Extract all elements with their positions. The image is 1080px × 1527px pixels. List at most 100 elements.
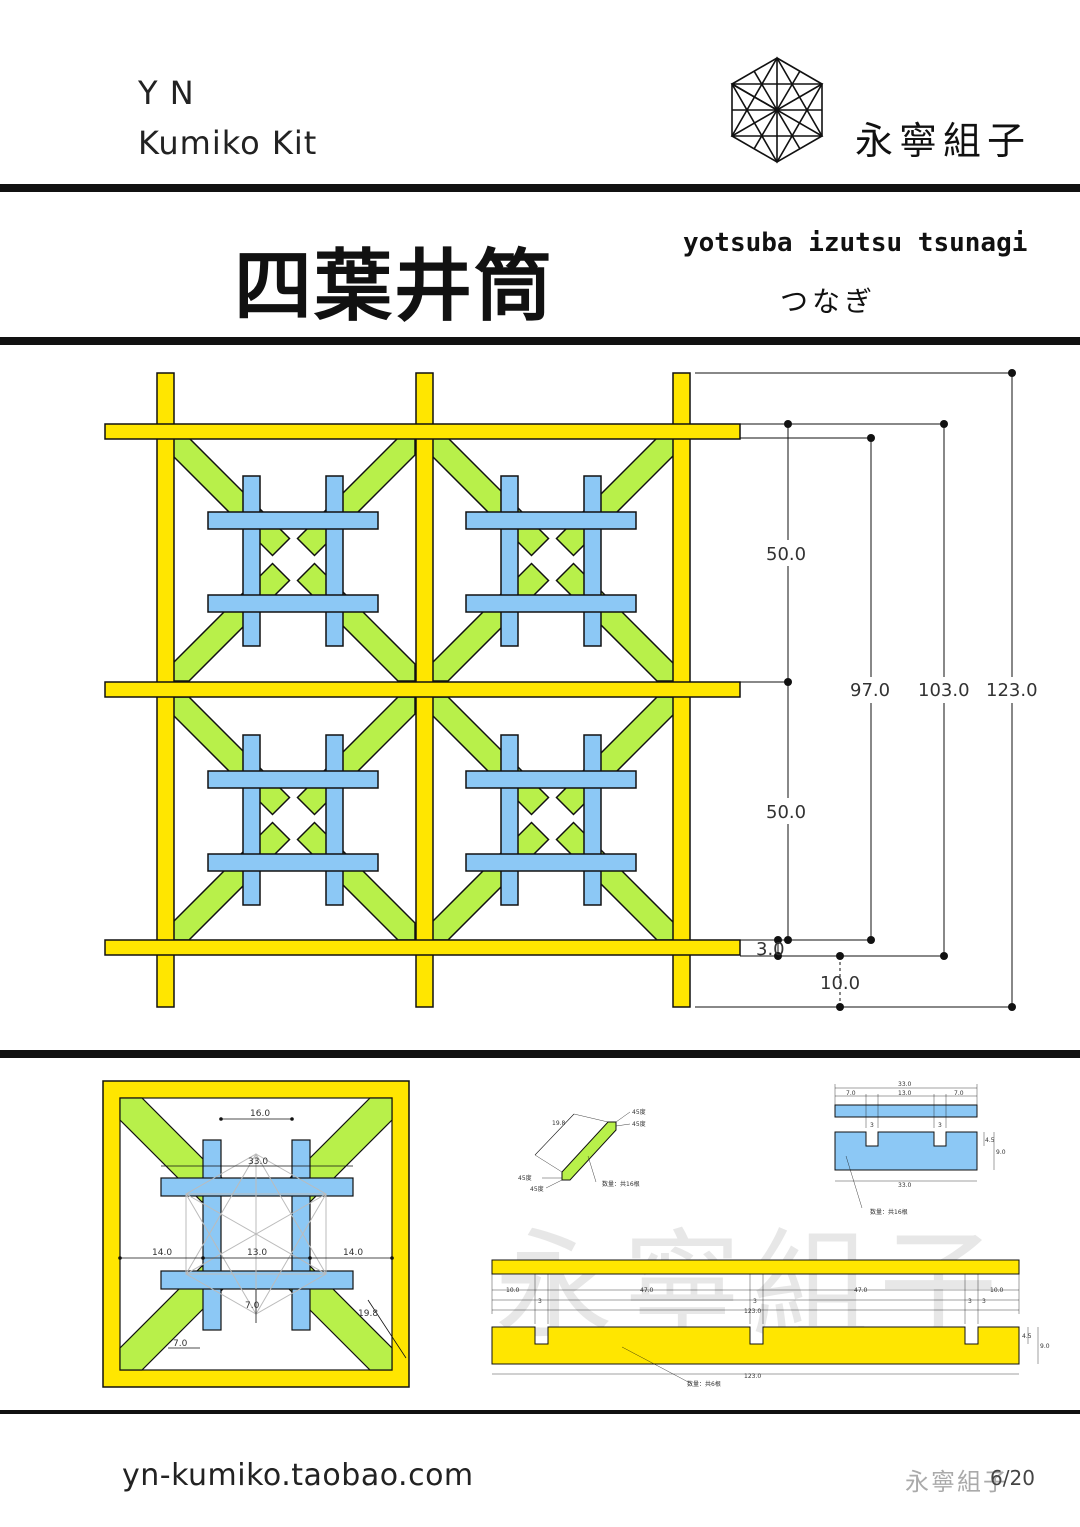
inner-grid-horizontal (207, 511, 379, 530)
inner-grid-vertical (242, 734, 261, 906)
detail-dim-7-vertical: 7.0 (245, 1301, 260, 1311)
long-piece-dim-4-5: 4.5 (1022, 1333, 1032, 1340)
inner-grid-horizontal (207, 853, 379, 872)
long-piece-dim-10-right: 10.0 (990, 1287, 1004, 1294)
short-piece-dim-33-top: 33.0 (898, 1081, 912, 1088)
long-piece-drawing: 10.0 47.0 47.0 10.0 3 3 3 3 123.0 4.5 9.… (491, 1259, 1050, 1388)
brand-initials: Y N (138, 74, 195, 112)
diag-piece-length: 19.8 (552, 1120, 566, 1127)
diagonal-piece-drawing: 19.8 45度 45度 45度 45度 数量：共16根 (518, 1108, 646, 1193)
inner-grid-vertical (325, 734, 344, 906)
inner-grid-horizontal (465, 511, 637, 530)
long-piece-dim-3-d: 3 (982, 1298, 986, 1305)
frame-members (104, 372, 741, 1008)
detail-dim-16: 16.0 (250, 1109, 270, 1119)
divider-title (0, 337, 1080, 345)
shop-name: 永寧組子 (855, 119, 1032, 163)
diagonal-strut (555, 437, 675, 557)
asanoha-logo-icon (730, 56, 824, 164)
inner-grid-horizontal (207, 594, 379, 613)
diagonal-strut (171, 437, 291, 557)
shop-url-link[interactable]: yn-kumiko.taobao.com (122, 1458, 474, 1493)
pattern-kana: つなぎ (780, 285, 877, 318)
inner-grid-vertical (583, 734, 602, 906)
long-piece-dim-47-left: 47.0 (640, 1287, 654, 1294)
diag-piece-angle-3: 45度 (518, 1174, 532, 1182)
diagonal-strut (555, 696, 675, 816)
inner-grid-vertical (583, 475, 602, 647)
inner-grid-vertical (500, 734, 519, 906)
main-pattern-diagram: 50.0 50.0 97.0 103.0 123.0 3.0 10.0 (104, 369, 1046, 1011)
long-piece-dim-9: 9.0 (1040, 1343, 1050, 1350)
cell-detail-diagram: 16.0 33.0 14.0 13.0 14.0 7.0 7.0 19.8 (102, 1080, 410, 1388)
diagonal-strut (555, 562, 675, 682)
long-piece-dim-123-top: 123.0 (744, 1308, 761, 1315)
inner-grid-members (207, 475, 637, 906)
diagonal-strut (430, 696, 550, 816)
short-piece-dim-7-left: 7.0 (846, 1090, 856, 1097)
dim-3: 3.0 (756, 939, 785, 960)
short-piece-dim-13: 13.0 (898, 1090, 912, 1097)
inner-grid-horizontal (465, 770, 637, 789)
diagonal-strut (296, 821, 416, 941)
diagonal-strut (171, 696, 291, 816)
frame-horizontal-member (104, 939, 741, 956)
detail-dim-33: 33.0 (248, 1157, 268, 1167)
diag-piece-angle-4: 45度 (530, 1185, 544, 1193)
dim-50-lower: 50.0 (766, 802, 806, 823)
divider-lower (0, 1050, 1080, 1058)
diagonal-strut (296, 437, 416, 557)
inner-grid-horizontal (465, 853, 637, 872)
dim-50-upper: 50.0 (766, 544, 806, 565)
inner-grid-horizontal (465, 594, 637, 613)
pattern-title: 四葉井筒 (234, 241, 555, 332)
short-piece-dim-9: 9.0 (996, 1149, 1006, 1156)
dim-123: 123.0 (986, 680, 1038, 701)
diag-piece-angle-1: 45度 (632, 1108, 646, 1116)
frame-horizontal-member (104, 681, 741, 698)
long-piece-dim-123-bottom: 123.0 (744, 1373, 761, 1380)
diag-piece-angle-2: 45度 (632, 1120, 646, 1128)
diagonal-strut (171, 821, 291, 941)
inner-grid-vertical (242, 475, 261, 647)
diagonal-strut (171, 562, 291, 682)
dim-97: 97.0 (850, 680, 890, 701)
short-piece-dim-4-5: 4.5 (985, 1137, 995, 1144)
dim-103: 103.0 (918, 680, 970, 701)
dimension-dots (774, 369, 1016, 1011)
long-piece-dim-3-c: 3 (968, 1298, 972, 1305)
brand-kit-label: Kumiko Kit (138, 124, 318, 162)
short-piece-dim-3-left: 3 (870, 1122, 874, 1129)
frame-horizontal-member (104, 423, 741, 440)
diagonal-strut (430, 562, 550, 682)
footer-watermark: 永寧組子 (905, 1468, 1009, 1496)
detail-dim-13: 13.0 (247, 1248, 267, 1258)
long-piece-dim-3-a: 3 (538, 1298, 542, 1305)
divider-top (0, 184, 1080, 192)
long-piece-dim-3-b: 3 (753, 1298, 757, 1305)
pattern-romaji: yotsuba izutsu tsunagi (683, 228, 1028, 258)
short-piece-dim-33-bottom: 33.0 (898, 1182, 912, 1189)
detail-dim-19-8: 19.8 (358, 1309, 378, 1319)
page-number: 6/20 (990, 1466, 1035, 1490)
short-piece-quantity: 数量：共16根 (870, 1208, 908, 1216)
short-piece-drawing: 33.0 7.0 13.0 7.0 3 3 4.5 9.0 33.0 数量：共1… (834, 1081, 1006, 1216)
diagonal-strut (296, 562, 416, 682)
diagonal-strut (430, 437, 550, 557)
dim-10: 10.0 (820, 973, 860, 994)
detail-dim-14-left: 14.0 (152, 1248, 172, 1258)
long-piece-dim-10-left: 10.0 (506, 1287, 520, 1294)
inner-grid-vertical (325, 475, 344, 647)
detail-dim-14-right: 14.0 (343, 1248, 363, 1258)
long-piece-quantity: 数量：共6根 (687, 1380, 721, 1388)
divider-footer (0, 1410, 1080, 1414)
diagonal-strut (555, 821, 675, 941)
inner-grid-horizontal (207, 770, 379, 789)
inner-grid-vertical (500, 475, 519, 647)
long-piece-dim-47-right: 47.0 (854, 1287, 868, 1294)
short-piece-dim-3-right: 3 (938, 1122, 942, 1129)
diagonal-strut (296, 696, 416, 816)
detail-dim-7-horizontal: 7.0 (173, 1339, 188, 1349)
diagonal-strut (430, 821, 550, 941)
short-piece-dim-7-right: 7.0 (954, 1090, 964, 1097)
